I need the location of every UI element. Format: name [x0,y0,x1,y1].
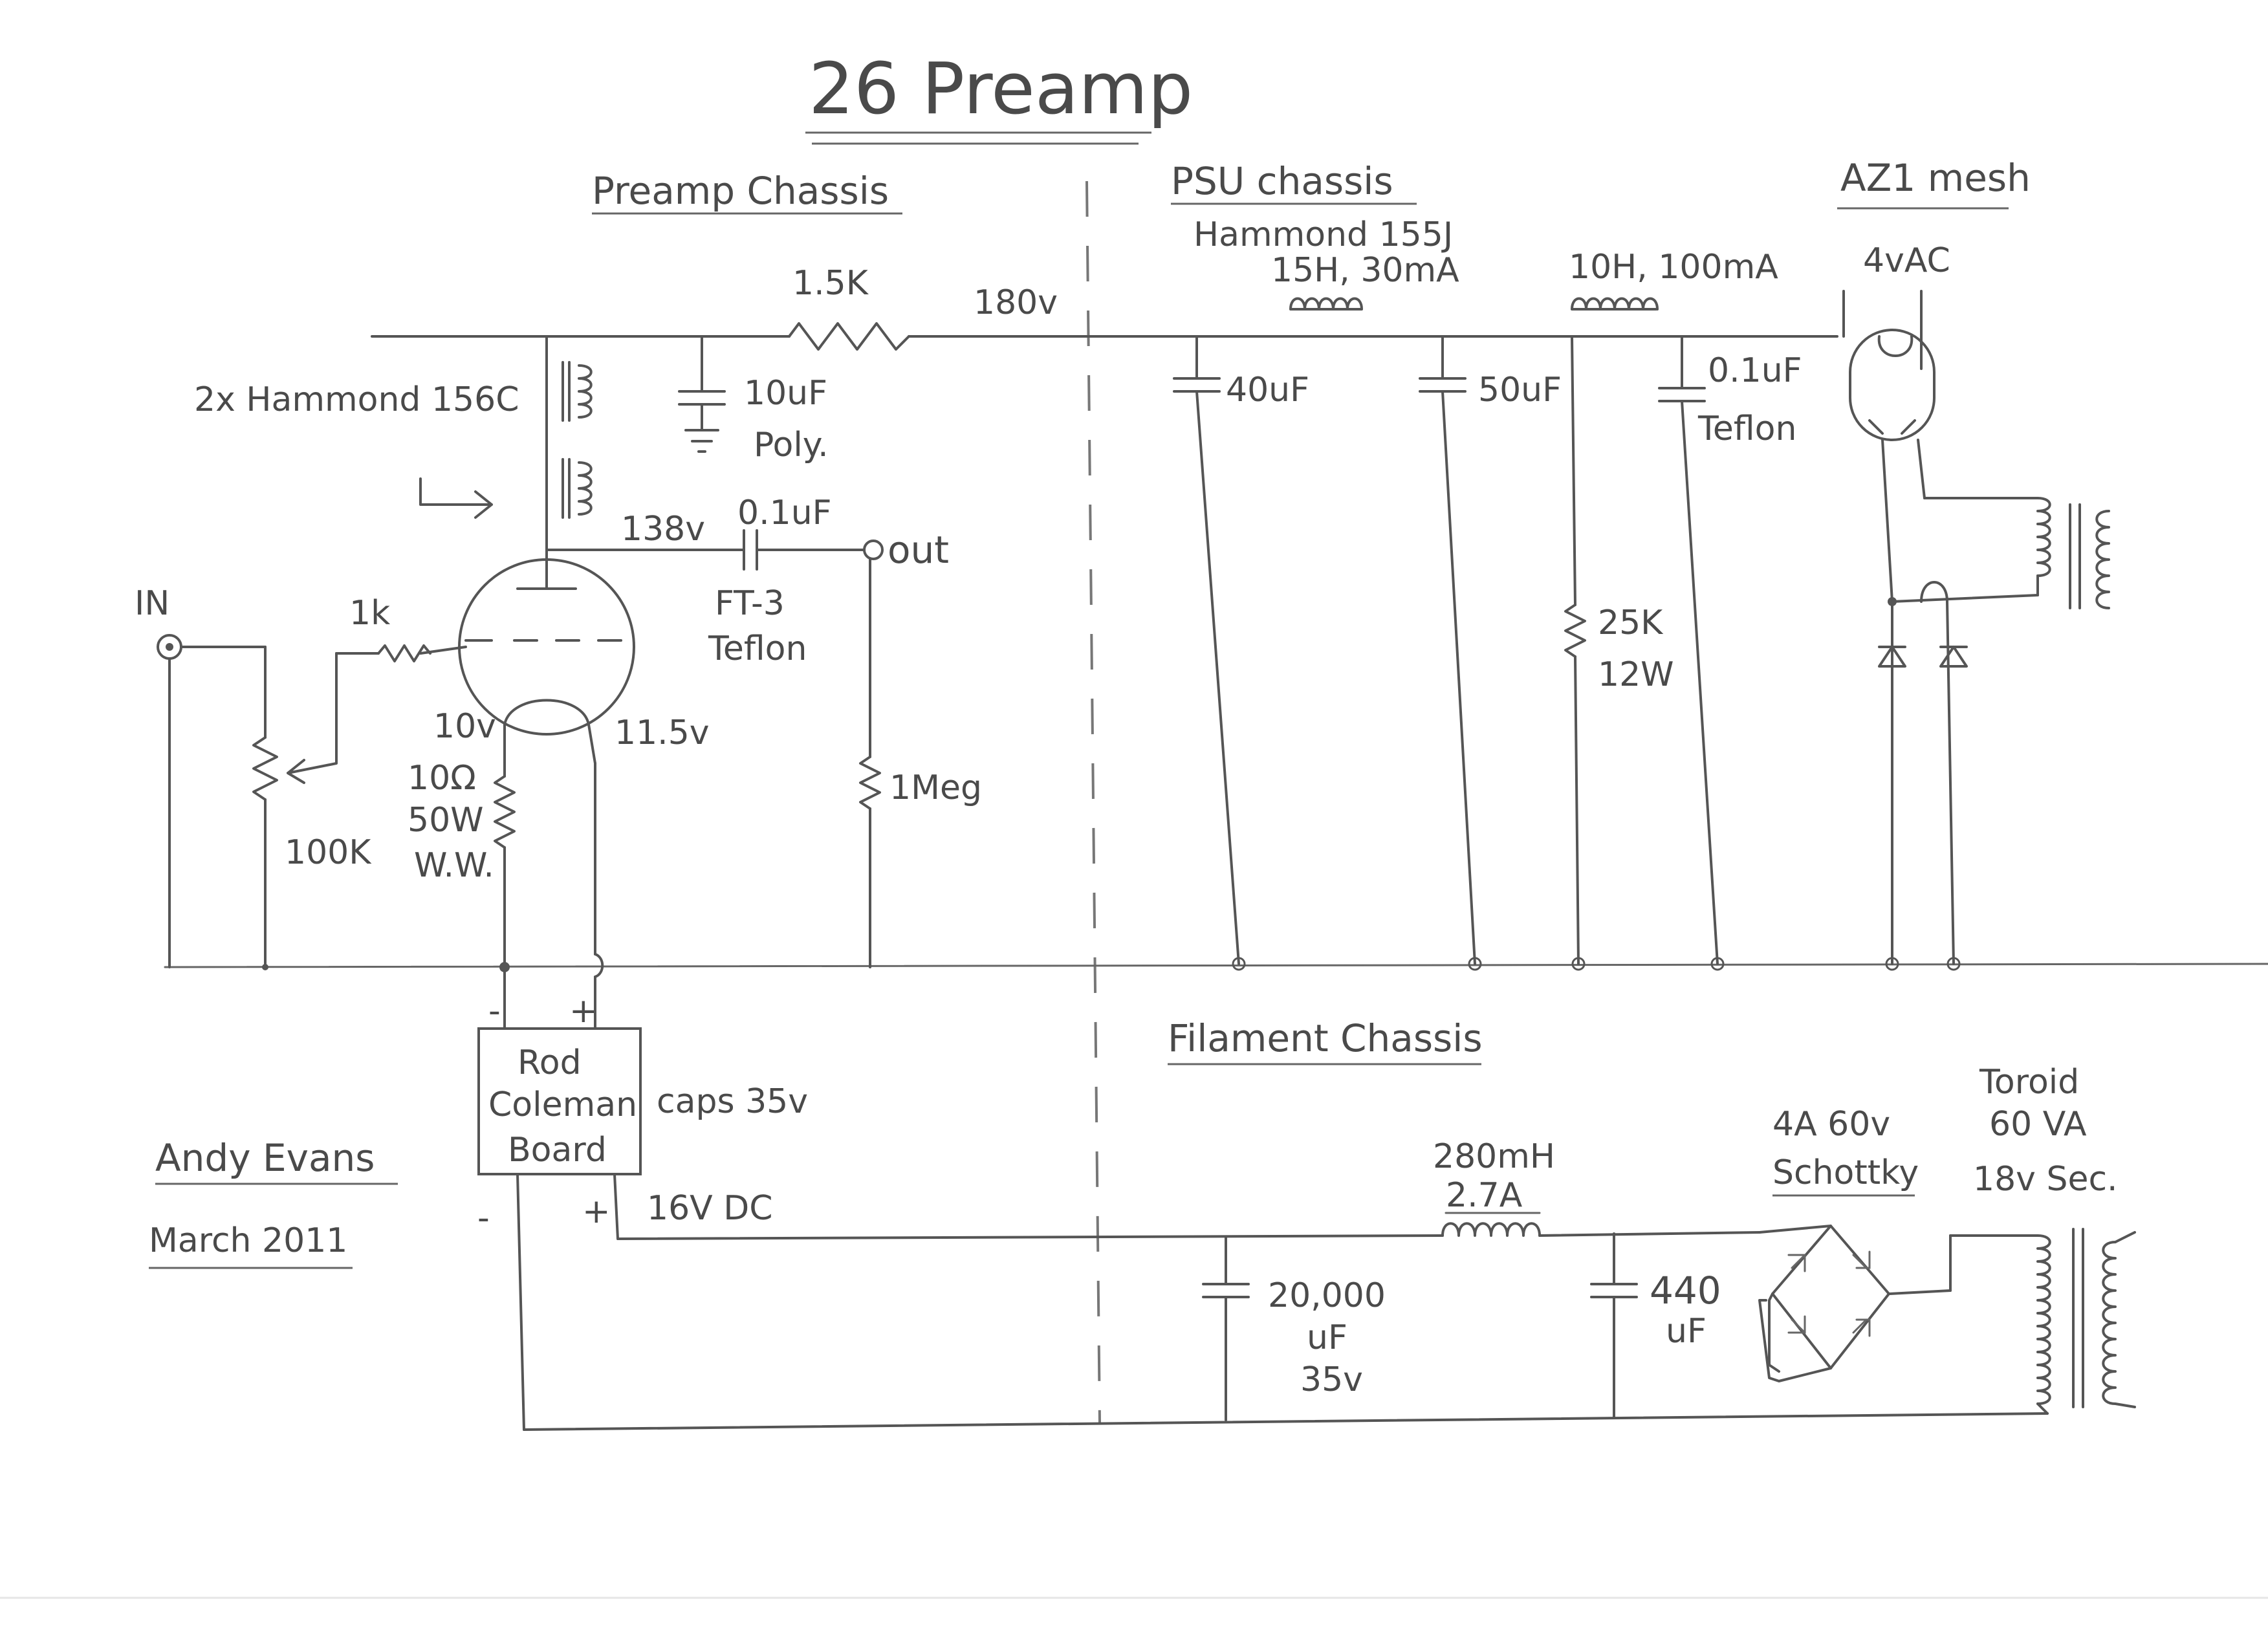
bias-resistor-power: 50W [408,801,484,840]
board-input-plus: + [582,1192,611,1231]
grid-stopper [377,644,431,662]
dc-label: 16V DC [647,1189,773,1228]
big-cap-value: 20,000 [1268,1276,1386,1315]
toroid-transformer [1949,1228,2136,1415]
bias-resistor [494,775,516,849]
heater-voltage: 4vAC [1863,241,1950,280]
section-psu-subtitle: Hammond 155J [1194,215,1453,254]
ground-bus [164,963,2268,968]
psu-choke-1 [1289,297,1363,311]
coupling-cap-type: FT-3 [715,584,785,623]
toroid-secondary: 18v Sec. [1973,1160,2118,1199]
bridge-type: Schottky [1772,1153,1919,1192]
output-terminal[interactable] [863,540,884,560]
pot-label: 100K [285,833,372,872]
bleeder-resistor [1564,604,1586,658]
chassis-divider [1085,180,1101,1424]
psu-choke-2 [1571,297,1659,311]
board-label-2: Coleman [488,1085,637,1124]
toroid-rating: 60 VA [1989,1105,2087,1144]
board-output-plus: + [569,992,598,1031]
psu-cap-3-type: Teflon [1697,409,1796,448]
filament-choke [1441,1222,1541,1237]
arrow-icon [419,477,493,519]
grid-leak-label: 1Meg [889,769,982,807]
psu-ground-node-1 [1232,957,1246,971]
psu-choke-2-label: 10H, 100mA [1569,248,1778,287]
az1-rectifier [1842,290,2110,971]
filament-choke-current: 2.7A [1446,1176,1523,1215]
rod-coleman-board [477,1027,642,1175]
input-label: IN [135,584,169,623]
psu-ground-node-3 [1571,957,1586,971]
bias-resistor-value: 10Ω [408,759,476,798]
author: Andy Evans [155,1136,375,1180]
psu-cap-1: 40uF [1226,371,1309,409]
board-caps-label: caps 35v [657,1082,808,1121]
filament-plus-voltage: 11.5v [615,714,710,752]
psu-ground-node-2 [1468,957,1482,971]
coupling-cap-material: Teflon [708,629,807,668]
chokes-label: 2x Hammond 156C [194,380,519,419]
coupling-cap-value: 0.1uF [737,494,832,532]
pot-wiper-icon [287,652,338,784]
bias-resistor-type: W.W. [414,846,494,885]
section-psu-chassis: PSU chassis [1171,159,1393,203]
filament-minus-voltage: 10v [433,707,496,746]
small-cap-unit: uF [1666,1312,1706,1351]
plate-voltage: 138v [621,510,705,549]
output-label: out [888,528,949,572]
section-preamp-chassis: Preamp Chassis [592,169,889,213]
toroid-label: Toroid [1979,1063,2079,1102]
filament-choke-value: 280mH [1433,1137,1555,1176]
section-filament-chassis: Filament Chassis [1168,1016,1483,1060]
bleeder-value: 25K [1598,604,1664,642]
big-cap-unit: uF [1307,1318,1347,1357]
grid-stopper-label: 1k [349,594,390,633]
plate-chokes [545,335,593,551]
bridge-rating: 4A 60v [1772,1105,1890,1144]
decoupling-cap-type: Poly. [754,426,829,464]
board-label-1: Rod [518,1043,582,1082]
plate-resistor-label: 1.5K [792,264,869,303]
big-cap-voltage: 35v [1300,1360,1363,1399]
board-label-3: Board [508,1131,607,1170]
volume-pot[interactable] [252,736,278,801]
board-input-minus: - [477,1199,490,1238]
section-rectifier: AZ1 mesh [1840,156,2031,200]
psu-ground-node-4 [1710,957,1725,971]
plate-resistor [788,322,910,351]
board-output-minus: - [488,992,501,1031]
page-title: 26 Preamp [809,47,1193,130]
decoupling-capacitor [678,335,726,453]
schottky-bridge [1758,1225,1952,1382]
supply-voltage: 180v [974,283,1058,322]
decoupling-cap-value: 10uF [744,374,827,413]
small-cap-value: 440 [1650,1269,1721,1313]
psu-cap-3: 0.1uF [1708,351,1802,390]
psu-choke-1-label: 15H, 30mA [1271,251,1459,290]
psu-cap-2: 50uF [1478,371,1562,409]
date: March 2011 [149,1221,347,1260]
grid-leak-resistor [859,756,881,810]
bleeder-power: 12W [1598,655,1674,694]
